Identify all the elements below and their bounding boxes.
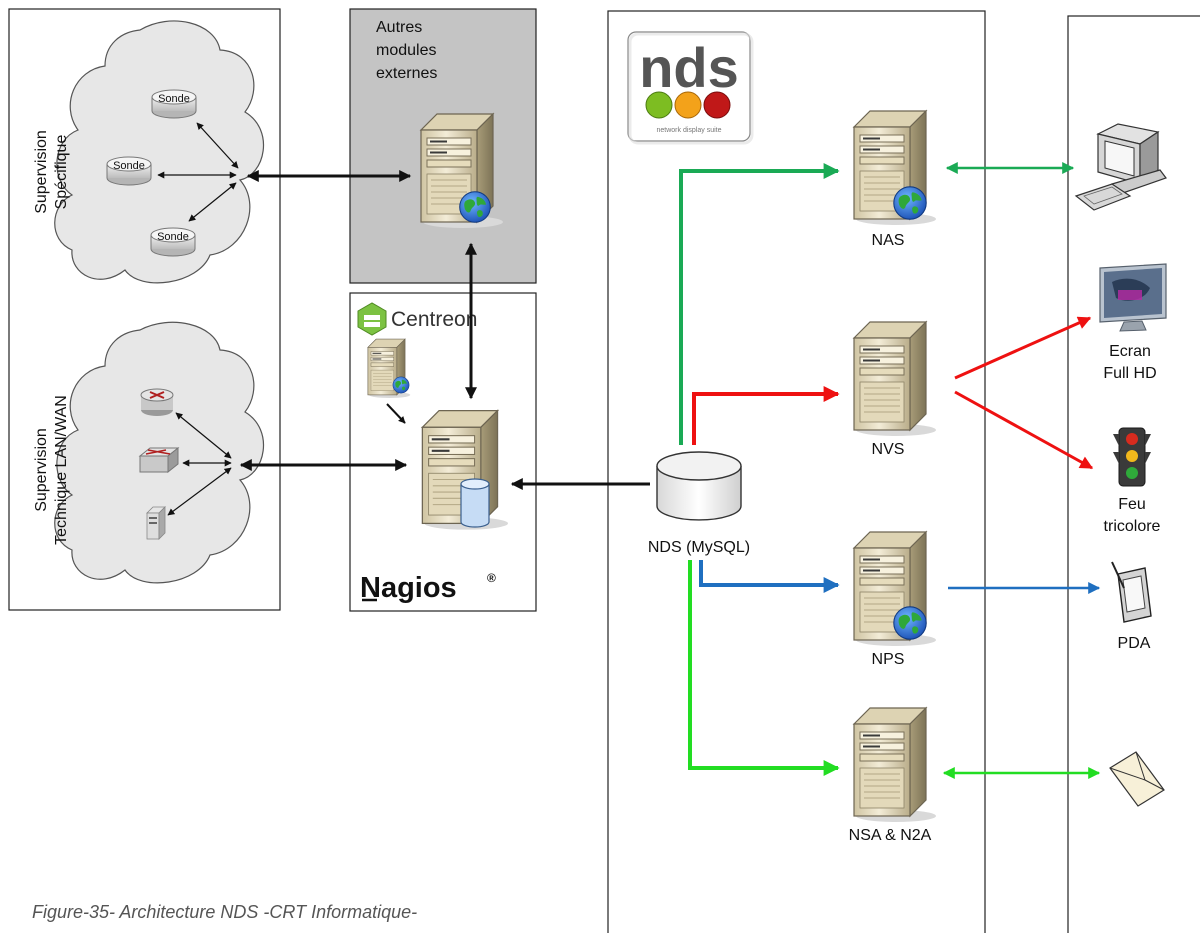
external-modules-line-2: modules — [376, 42, 436, 59]
nds-database-label: NDS (MySQL) — [648, 539, 750, 556]
figure-caption: Figure-35- Architecture NDS -CRT Informa… — [32, 902, 418, 922]
traffic-light-label-2: tricolore — [1104, 518, 1161, 535]
nds-to-nps-flow — [699, 560, 840, 593]
pda-label: PDA — [1118, 635, 1151, 652]
nvs-to-screen-link — [954, 316, 1092, 380]
specific-cloud-links — [157, 122, 239, 222]
traffic-light-label-1: Feu — [1118, 496, 1146, 513]
nds-logo-text: nds — [639, 36, 739, 99]
mail-envelope-icon — [1109, 751, 1165, 807]
screen-label-2: Full HD — [1103, 365, 1156, 382]
nagios-db-icon — [460, 478, 490, 528]
nas-label: NAS — [872, 232, 905, 249]
label-supervision-specifique-1: Supervision — [33, 130, 50, 214]
nagios-logo-text: Nagios — [360, 572, 457, 604]
centreon-logo-icon — [357, 302, 387, 336]
nps-label: NPS — [872, 651, 905, 668]
centreon-globe-icon — [392, 376, 410, 394]
nds-logo-orange-light-icon — [674, 91, 702, 119]
nds-to-nas-flow — [679, 163, 840, 445]
nvs-label: NVS — [872, 441, 905, 458]
sonde-2-label: Sonde — [113, 160, 145, 172]
label-supervision-specifique-2: Spécifique — [53, 135, 70, 210]
nds-logo-red-light-icon — [703, 91, 731, 119]
screen-label-1: Ecran — [1109, 343, 1151, 360]
nds-to-nvs-flow — [692, 386, 840, 445]
nds-logo-green-light-icon — [645, 91, 673, 119]
desktop-computer-icon — [1074, 123, 1167, 211]
nds-logo-tagline: network display suite — [657, 127, 722, 134]
pc-tower-icon — [146, 506, 166, 540]
nas-globe-icon — [893, 186, 927, 220]
label-supervision-technique-2: Technique LAN/WAN — [53, 395, 70, 545]
nsa-label: NSA & N2A — [849, 827, 932, 844]
sonde-1-label: Sonde — [158, 93, 190, 105]
nds-to-nsa-flow — [688, 560, 840, 776]
external-modules-line-1: Autres — [376, 19, 422, 36]
sonde-3-label: Sonde — [157, 231, 189, 243]
external-globe-icon — [459, 191, 491, 223]
nvs-to-traffic-light-link — [954, 390, 1094, 470]
switch-icon — [138, 446, 180, 474]
centreon-to-nagios-arrow — [386, 403, 406, 424]
nagios-trademark: ® — [487, 571, 496, 585]
label-supervision-technique-1: Supervision — [33, 428, 50, 512]
nps-globe-icon — [893, 606, 927, 640]
centreon-logo-text: Centreon — [391, 308, 477, 331]
external-modules-line-3: externes — [376, 65, 437, 82]
nds-database-icon — [656, 451, 742, 521]
hd-screen-icon — [1099, 263, 1167, 332]
technique-cloud-links — [167, 412, 232, 516]
traffic-light-icon — [1113, 427, 1151, 487]
pda-icon — [1111, 561, 1152, 623]
router-icon — [140, 388, 174, 416]
